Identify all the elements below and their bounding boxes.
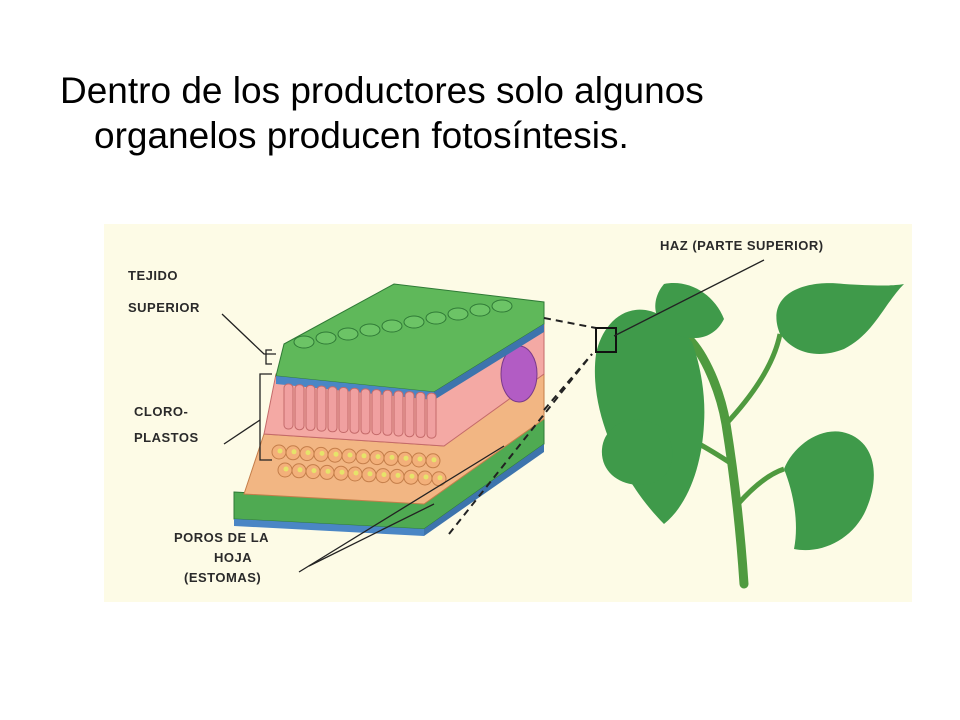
epidermis-cell [491,299,513,313]
palisade-cell [404,391,415,438]
chloroplast-dot [375,454,381,460]
chloroplast-dot [311,468,317,474]
projection-line-bottom [448,353,593,535]
chloroplast-dot [339,469,345,475]
palisade-cell [382,389,393,436]
epidermis-cell [337,327,359,341]
chloroplast-dot [319,450,325,456]
palisade-cell [283,383,294,430]
palisade-cell [316,385,327,432]
leaf-large [594,309,705,524]
leaf-diagram-svg [221,259,904,589]
plant-illustration [594,283,904,589]
leaf-right [784,431,874,551]
chloroplast-dot [333,451,339,457]
chloroplast-dot [403,455,409,461]
palisade-cell [327,386,338,433]
epidermis-cell [425,311,447,325]
palisade-cell [305,384,316,431]
palisade-cell [294,384,305,431]
epidermis-cell [469,303,491,317]
chloroplast-dot [277,448,283,454]
cell-texture [271,299,513,487]
palisade-cell [426,392,437,439]
label-poros-line-2: HOJA [214,550,253,565]
palisade-cell [349,387,360,434]
chloroplast-dot [437,475,443,481]
title-line-1: Dentro de los productores solo algunos [60,70,704,111]
chloroplast-dot [283,466,289,472]
chloroplast-dot [423,474,429,480]
palisade-cell [371,389,382,436]
title-line-2: organelos producen fotosíntesis. [94,115,629,156]
palisade-cell [415,391,426,438]
epidermis-cell [315,331,337,345]
label-poros-line-3: (ESTOMAS) [184,570,262,585]
epidermis-cell [403,315,425,329]
leader-lines [221,259,765,573]
epidermis-cell [381,319,403,333]
leaf-top-right [776,283,904,354]
label-cloro: CLORO- [134,404,189,419]
chloroplast-dot [389,454,395,460]
chloroplast-dot [367,471,373,477]
epidermis-cell [359,323,381,337]
chloroplast-dot [325,468,331,474]
label-plastos: PLASTOS [134,430,199,445]
leaf-cross-section-figure: TEJIDO SUPERIOR CLORO- PLASTOS POROS DE … [104,224,912,602]
chloroplast-dot [361,453,367,459]
chloroplast-dot [395,472,401,478]
palisade-cell [393,390,404,437]
chloroplast-dot [353,470,359,476]
label-haz: HAZ (PARTE SUPERIOR) [660,238,824,253]
slide-title: Dentro de los productores solo algunos o… [60,68,920,158]
chloroplast-dot [305,450,311,456]
plant-stem [684,334,749,589]
label-tejido: TEJIDO [128,268,178,283]
chloroplast-dot [409,473,415,479]
chloroplast-dot [431,457,437,463]
palisade-cell [360,388,371,435]
chloroplast-dot [291,449,297,455]
chloroplast-dot [381,472,387,478]
projection-line-top [543,317,597,329]
chloroplast-dot [417,456,423,462]
chloroplast-dot [297,467,303,473]
leaf-middle-left [601,419,673,485]
epidermis-cell [447,307,469,321]
label-poros-line-1: POROS DE LA [174,530,270,545]
epidermis-cell [293,335,315,349]
zoom-box [595,327,617,353]
chloroplast-dot [347,452,353,458]
label-superior: SUPERIOR [128,300,200,315]
palisade-cell [338,387,349,433]
